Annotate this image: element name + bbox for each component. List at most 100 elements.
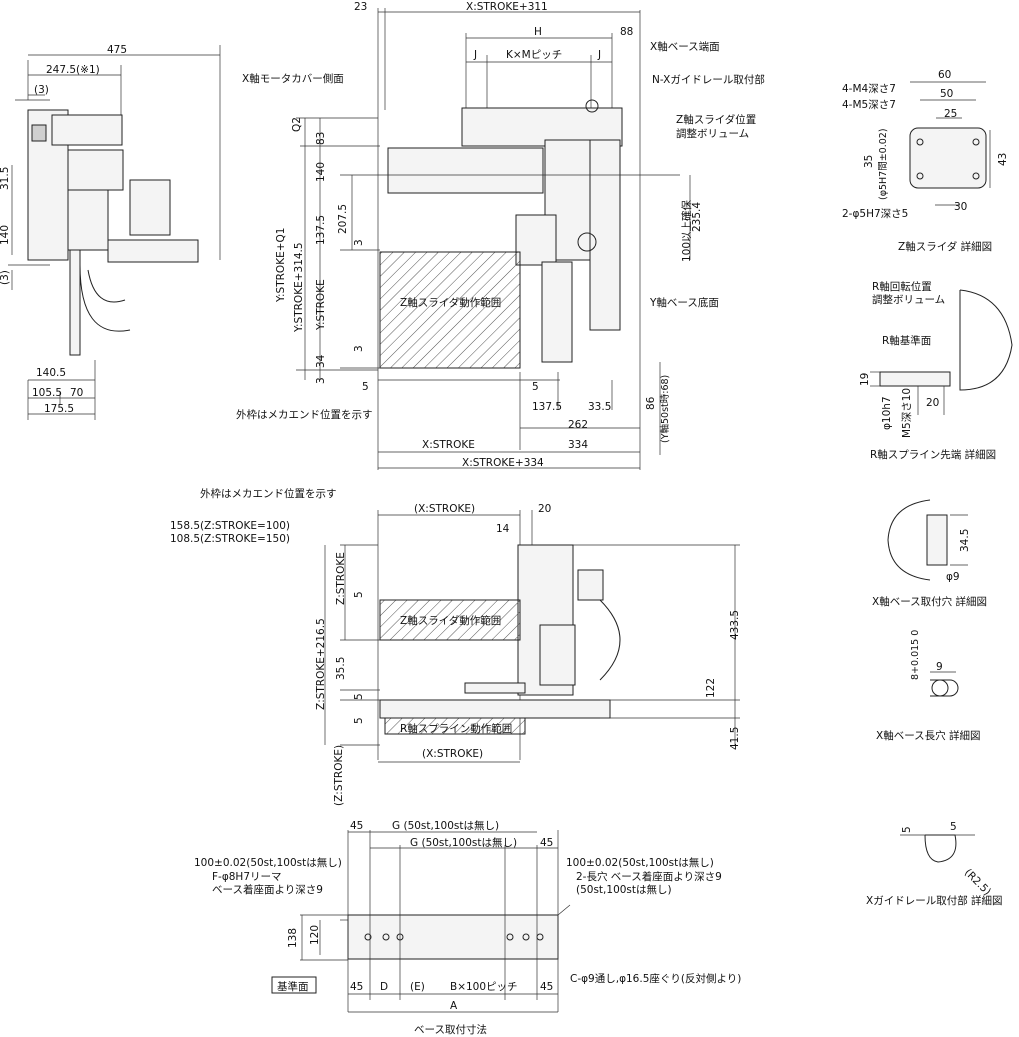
label-outer-frame-top: 外枠はメカエンド位置を示す: [236, 408, 373, 421]
dim-23: 23: [354, 1, 367, 13]
dim-14: 14: [496, 523, 510, 535]
label-z-range-top: Z軸スライダ動作範囲: [400, 296, 501, 309]
dim-xstroke-front: (X:STROKE): [414, 503, 475, 515]
dim-20-r: 20: [926, 397, 939, 409]
label-y-base-bottom: Y軸ベース底面: [649, 296, 719, 309]
dim-h: H: [534, 26, 542, 38]
dim-m4: 4-M4深さ7: [842, 83, 896, 95]
dim-phi10: φ10h7: [881, 396, 893, 430]
label-slot-1: 2-長穴 ベース着座面より深さ9: [576, 870, 722, 883]
dim-45-bl: 45: [350, 981, 363, 993]
dim-137-5-bottom: 137.5: [532, 401, 562, 413]
base-view: [300, 830, 571, 1013]
dim-phi5-tol: (φ5H7間±0.02): [878, 128, 889, 200]
dim-45-br: 45: [540, 981, 553, 993]
dim-45-tl: 45: [350, 820, 363, 832]
dim-140-5: 140.5: [36, 367, 66, 379]
dim-zstroke-front-b: (Z:STROKE): [333, 745, 345, 806]
dim-19: 19: [859, 373, 871, 386]
dim-34-5: 34.5: [959, 529, 971, 552]
label-z-slider-vol-2: 調整ボリューム: [676, 127, 749, 140]
detail-hole-title: X軸ベース取付穴 詳細図: [872, 595, 987, 608]
dim-e: (E): [410, 981, 425, 993]
dim-433-5: 433.5: [729, 610, 741, 640]
dim-138: 138: [287, 928, 299, 948]
dim-j-left: J: [473, 49, 477, 61]
detail-x-base-slot: [930, 671, 959, 697]
top-view: [296, 8, 691, 470]
dim-m5: 4-M5深さ7: [842, 99, 896, 111]
dim-5-left: 5: [362, 381, 369, 393]
dim-88: 88: [620, 26, 633, 38]
dim-8-tol: 8+0.015 0: [910, 630, 921, 680]
label-outer-frame-front: 外枠はメカエンド位置を示す: [200, 487, 337, 500]
dim-m5-10: M5深さ10: [901, 388, 913, 438]
label-y-note: (Y軸50st時:68): [659, 375, 671, 443]
label-c-hole: C-φ9通し,φ16.5座ぐり(反対側より): [570, 972, 741, 985]
dim-xstroke-bottom: X:STROKE: [422, 439, 475, 451]
label-r-rot-2: 調整ボリューム: [872, 293, 945, 306]
detail-guide-title: Xガイドレール取付部 詳細図: [866, 894, 1003, 907]
dim-r2-5: (R2.5): [962, 867, 993, 898]
dim-262: 262: [568, 419, 588, 431]
label-r-ref: R軸基準面: [882, 334, 931, 347]
label-reamer-2: ベース着座面より深さ9: [212, 883, 323, 896]
detail-r-title: R軸スプライン先端 詳細図: [870, 448, 996, 461]
dim-20: 20: [538, 503, 551, 515]
detail-x-base-hole: [887, 499, 968, 581]
dim-175: 175.5: [44, 403, 74, 415]
dim-xstroke334: X:STROKE+334: [462, 457, 544, 469]
dim-ystroke-q1: Y:STROKE+Q1: [275, 228, 287, 303]
dim-phi5-hole: 2-φ5H7深さ5: [842, 208, 908, 220]
dim-334: 334: [568, 439, 588, 451]
dim-43: 43: [997, 153, 1009, 166]
dim-xstroke311: X:STROKE+311: [466, 1, 548, 13]
dim-35-5: 35.5: [335, 657, 347, 680]
dim-30-detail: 30: [954, 201, 967, 213]
detail-z-title: Z軸スライダ 詳細図: [898, 240, 992, 253]
dim-60: 60: [938, 69, 951, 81]
dim-34: 34: [315, 354, 327, 368]
dim-5-guide-a: 5: [901, 826, 913, 833]
dim-bx100: B×100ピッチ: [450, 981, 518, 993]
label-x-base-end: X軸ベース端面: [650, 40, 720, 53]
dim-83: 83: [315, 132, 327, 145]
dim-9-slot: 9: [936, 661, 943, 673]
label-reamer-1: F-φ8H7リーマ: [212, 871, 282, 883]
label-ref-surface: 基準面: [277, 980, 309, 993]
dim-122: 122: [705, 678, 717, 698]
dim-86: 86: [645, 396, 657, 410]
dim-j-right: J: [597, 49, 601, 61]
label-g1: G (50st,100stは無し): [392, 819, 499, 832]
dim-5-front-b: 5: [353, 693, 365, 700]
dim-35-detail: 35: [863, 155, 875, 168]
side-view: [8, 45, 221, 420]
label-z108: 108.5(Z:STROKE=150): [170, 533, 290, 545]
label-z-slider-vol-1: Z軸スライダ位置: [676, 113, 756, 126]
front-view: [324, 510, 740, 763]
dim-3a: (3): [34, 84, 49, 96]
dim-41-5: 41.5: [729, 727, 741, 750]
dim-ystroke: Y:STROKE: [315, 279, 327, 331]
dim-a: A: [450, 1000, 458, 1012]
dim-120: 120: [309, 925, 321, 945]
z-slider-range-hatch: [379, 251, 521, 369]
dim-xstroke-front-b: (X:STROKE): [422, 748, 483, 760]
label-g2: G (50st,100stは無し): [410, 836, 517, 849]
dim-d: D: [380, 981, 388, 993]
dim-q2: Q2: [291, 117, 303, 132]
label-p100-right: 100±0.02(50st,100stは無し): [566, 856, 714, 869]
dim-5-right: 5: [532, 381, 539, 393]
label-p100-left: 100±0.02(50st,100stは無し): [194, 856, 342, 869]
label-clearance: 100以上確保: [680, 199, 693, 262]
dim-33-5: 33.5: [588, 401, 611, 413]
label-z158: 158.5(Z:STROKE=100): [170, 520, 290, 532]
dim-ystroke-314: Y:STROKE+314.5: [293, 242, 305, 333]
detail-z-slider: [909, 81, 991, 206]
label-z-range-front: Z軸スライダ動作範囲: [400, 614, 501, 627]
dim-zstroke216: Z:STROKE+216.5: [315, 618, 327, 710]
label-r-rot-1: R軸回転位置: [872, 280, 932, 293]
dim-70: 70: [70, 387, 83, 399]
label-n-guide: N-Xガイドレール取付部: [652, 73, 765, 86]
